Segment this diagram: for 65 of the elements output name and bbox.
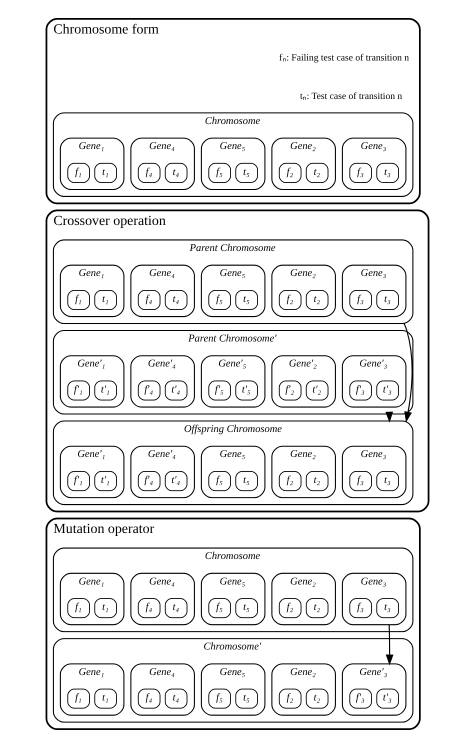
node-box: t₂ <box>305 598 328 618</box>
node-box: t′₁ <box>94 471 116 492</box>
node-box: t₅ <box>234 290 258 310</box>
node-box: f₅ <box>208 471 230 492</box>
node-box: f₅ <box>208 598 230 618</box>
node-box: f₃ <box>348 290 372 310</box>
node-box: f₂ <box>278 598 301 618</box>
node-box: t′₄ <box>164 471 187 492</box>
node-box: f₁ <box>66 162 90 183</box>
node-box: t₅ <box>234 598 258 618</box>
label: fₙ: Failing test case of transition n <box>278 52 409 64</box>
node-box: f′₄ <box>137 471 160 492</box>
node-box: f₁ <box>66 598 90 618</box>
node-box: f₂ <box>278 290 301 310</box>
node-box: f₃ <box>348 471 372 492</box>
node-box: t′₁ <box>94 380 116 401</box>
node-box: t₃ <box>376 598 398 618</box>
node-box: f₄ <box>137 162 160 183</box>
node-box: t₁ <box>94 162 116 183</box>
node-box: f′₄ <box>137 380 160 401</box>
node-box: t₂ <box>305 290 328 310</box>
node-box: f₄ <box>137 598 160 618</box>
node-box: t₄ <box>164 688 187 709</box>
node-box: t₁ <box>94 598 116 618</box>
arrow <box>384 412 393 423</box>
node-box: t′₂ <box>305 380 328 401</box>
node-box: t₄ <box>164 162 187 183</box>
arrow <box>403 323 412 423</box>
label: tₙ: Test case of transition n <box>299 90 402 102</box>
node-box: f′₁ <box>66 380 90 401</box>
node-box: f₄ <box>137 290 160 310</box>
node-box: t₅ <box>234 162 258 183</box>
node-box: t₃ <box>376 471 398 492</box>
node-box: t₃ <box>376 162 398 183</box>
node-box: t₁ <box>94 688 116 709</box>
node-box: t₂ <box>305 688 328 709</box>
node-box: f′₃ <box>348 380 372 401</box>
node-box: t₃ <box>376 290 398 310</box>
node-box: f₂ <box>278 688 301 709</box>
node-box: f′₂ <box>278 380 301 401</box>
node-box: f₃ <box>348 598 372 618</box>
node-box: t′₅ <box>234 380 258 401</box>
arrow <box>385 624 393 666</box>
node-box: f₅ <box>208 290 230 310</box>
node-box: t₄ <box>164 290 187 310</box>
node-box: t₂ <box>305 162 328 183</box>
node-box: f₁ <box>66 688 90 709</box>
node-box: f′₅ <box>208 380 230 401</box>
node-box: f₅ <box>208 688 230 709</box>
node-box: t₅ <box>234 471 258 492</box>
node-box: t₅ <box>234 688 258 709</box>
node-box: t₁ <box>94 290 116 310</box>
node-box: f₃ <box>348 162 372 183</box>
node-box: t′₄ <box>164 380 187 401</box>
node-box: f₁ <box>66 290 90 310</box>
node-box: f₂ <box>278 162 301 183</box>
node-box: f′₃ <box>348 688 372 709</box>
node-box: f₂ <box>278 471 301 492</box>
node-box: f₅ <box>208 162 230 183</box>
node-box: t′₃ <box>376 688 398 709</box>
node-box: t₂ <box>305 471 328 492</box>
node-box: t′₃ <box>376 380 398 401</box>
node-box: f′₁ <box>66 471 90 492</box>
node-box: f₄ <box>137 688 160 709</box>
node-box: t₄ <box>164 598 187 618</box>
